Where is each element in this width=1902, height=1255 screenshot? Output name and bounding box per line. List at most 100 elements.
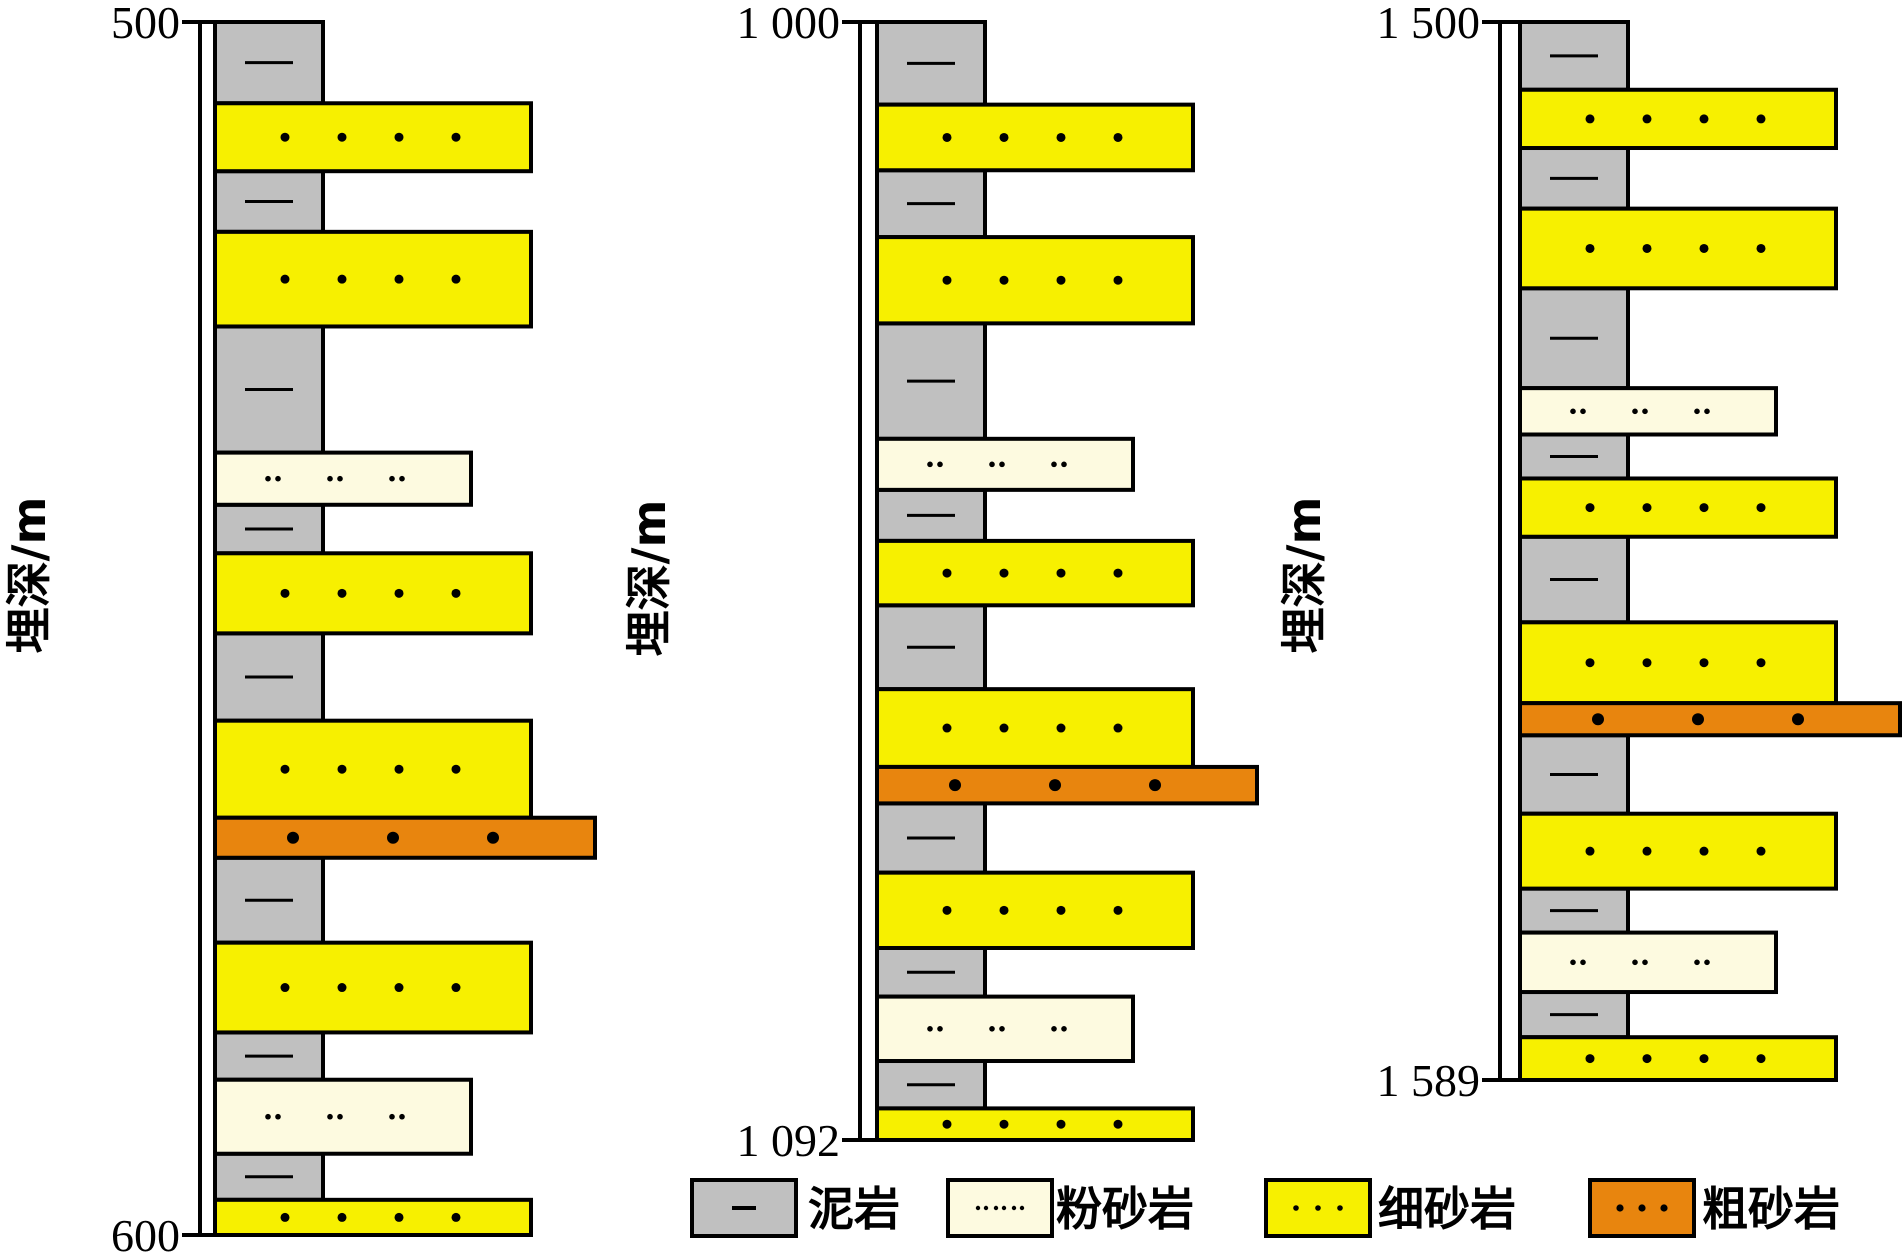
mudstone-layer (1518, 146, 1630, 211)
fine-sandstone-dot-mark (337, 764, 347, 774)
mudstone-layer (875, 168, 987, 240)
fine-sandstone-layer (213, 1197, 533, 1237)
legend-label: 粉砂岩 (1056, 1182, 1194, 1236)
fine-sandstone-dot-mark (1699, 503, 1709, 513)
coarse-sandstone-dot-mark (1792, 713, 1804, 726)
fine-sandstone-dot-mark (337, 1212, 347, 1222)
mudstone-layer (213, 1151, 325, 1202)
fine-sandstone-dot-mark (1585, 243, 1595, 253)
siltstone-dot-mark (275, 1113, 281, 1120)
siltstone-dot-mark (1632, 959, 1638, 966)
fine-sandstone-dot-mark (942, 568, 952, 578)
fine-sandstone-layer (1518, 620, 1838, 706)
mudstone-layer (1518, 733, 1630, 816)
siltstone-dot-mark (399, 1113, 405, 1120)
depth-bottom-label: 1 092 (737, 1115, 841, 1166)
fine-sandstone-dot-mark (1056, 905, 1066, 915)
coarse-sandstone-dot-mark (487, 831, 499, 844)
siltstone-layer (213, 450, 473, 507)
siltstone-layer (1518, 386, 1778, 437)
depth-axis-title: 埋深/m (1277, 497, 1331, 654)
siltstone-dot-mark (1632, 408, 1638, 415)
depth-top-label: 1 000 (737, 0, 841, 48)
siltstone-dot-mark (1694, 408, 1700, 415)
siltstone-dot-mark (327, 475, 333, 482)
siltstone-dot-mark (1642, 959, 1648, 966)
depth-top-label: 500 (111, 0, 180, 48)
siltstone-dot-mark (327, 1113, 333, 1120)
mudstone-layer (875, 487, 987, 543)
mudstone-layer (875, 603, 987, 692)
coarse-sandstone-dot-mark (949, 779, 961, 792)
coarse-sandstone-layer (213, 815, 597, 860)
coarse-sandstone-dot-mark (287, 831, 299, 844)
fine-sandstone-dot-mark (1642, 503, 1652, 513)
mudstone-layer (875, 321, 987, 441)
mudstone-layer (875, 1059, 987, 1111)
siltstone-dot-mark (1051, 1026, 1057, 1032)
fine-sandstone-layer (213, 551, 533, 636)
fine-sandstone-dot-mark (999, 275, 1009, 285)
mudstone-layer (213, 502, 325, 556)
fine-sandstone-dot-mark (999, 905, 1009, 915)
mudstone-layer (1518, 432, 1630, 481)
siltstone-layer (875, 436, 1135, 492)
siltstone-dot-mark (1580, 959, 1586, 966)
depth-bottom-label: 600 (111, 1210, 180, 1255)
legend-item-fine-sandstone: 细砂岩 (1264, 1178, 1516, 1238)
fine-sandstone-dot-mark (394, 764, 404, 774)
mudstone-layer (875, 945, 987, 999)
siltstone-dot-mark (1061, 1026, 1067, 1032)
legend-item-mudstone: 泥岩 (690, 1178, 900, 1238)
coarse-sandstone-dot-mark (1049, 779, 1061, 792)
siltstone-layer (875, 994, 1135, 1064)
siltstone-dot-mark (937, 461, 943, 468)
fine-sandstone-dot-mark (1056, 132, 1066, 142)
fine-sandstone-dot-mark (1585, 846, 1595, 856)
fine-sandstone-dot-mark (1756, 1054, 1766, 1064)
fine-sandstone-dot-mark (451, 1212, 461, 1222)
siltstone-dot-mark (265, 1113, 271, 1120)
siltstone-dot-mark (275, 475, 281, 482)
legend-label: 粗砂岩 (1702, 1182, 1840, 1236)
fine-sandstone-dot-mark (280, 1212, 290, 1222)
fine-sandstone-dot-mark (394, 132, 404, 142)
fine-sandstone-dot-mark (1756, 243, 1766, 253)
fine-sandstone-dot-mark (337, 588, 347, 598)
fine-sandstone-dot-mark (280, 764, 290, 774)
siltstone-dot-mark (389, 475, 395, 482)
fine-sandstone-dot-mark (451, 764, 461, 774)
mudstone-layer (1518, 886, 1630, 935)
fine-sandstone-dot-mark (1756, 846, 1766, 856)
fine-sandstone-dot-mark (394, 274, 404, 284)
fine-sandstone-dot-mark (942, 1119, 952, 1129)
siltstone-dot-mark (1694, 959, 1700, 966)
fine-sandstone-dot-mark (280, 588, 290, 598)
fine-sandstone-dot-mark (451, 588, 461, 598)
legend-item-siltstone: 粉砂岩 (946, 1178, 1194, 1238)
fine-sandstone-dot-mark (1113, 1119, 1123, 1129)
siltstone-dot-mark (265, 475, 271, 482)
fine-sandstone-dot-mark (1699, 243, 1709, 253)
depth-axis-title: 埋深/m (622, 500, 676, 657)
fine-sandstone-dot-mark (1642, 1054, 1652, 1064)
fine-sandstone-layer (213, 101, 533, 174)
mudstone-layer (213, 631, 325, 723)
fine-sandstone-dot-mark (942, 905, 952, 915)
fine-sandstone-layer (213, 940, 533, 1035)
fine-sandstone-dot-mark (394, 588, 404, 598)
mudstone-layer (1518, 534, 1630, 625)
fine-sandstone-layer (875, 1106, 1195, 1142)
siltstone-dot-mark (999, 461, 1005, 468)
legend-label: 泥岩 (808, 1182, 900, 1236)
depth-bottom-label: 1 589 (1377, 1055, 1481, 1106)
siltstone-dot-mark (1704, 959, 1710, 966)
fine-sandstone-dot-mark (394, 1212, 404, 1222)
fine-sandstone-dot-mark (1699, 1054, 1709, 1064)
fine-sandstone-dot-mark (999, 723, 1009, 733)
siltstone-dot-mark (999, 1026, 1005, 1032)
mudstone-layer (1518, 20, 1630, 92)
